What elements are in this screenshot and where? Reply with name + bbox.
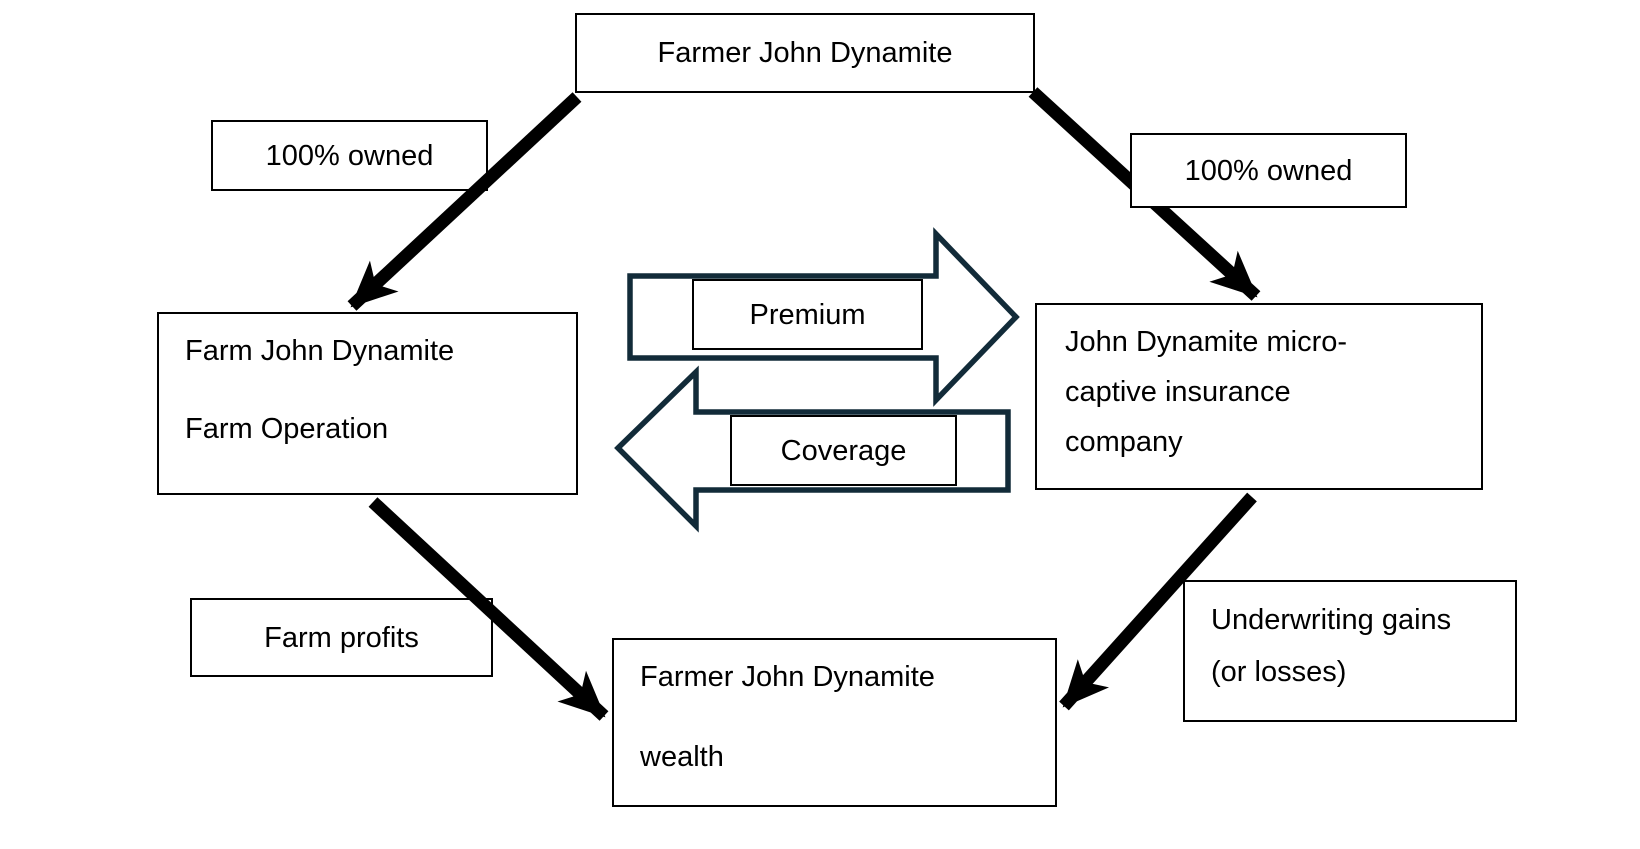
edge-label-text: Coverage xyxy=(780,434,907,467)
node-farm-operation: Farm John Dynamite Farm Operation xyxy=(157,312,578,495)
edge-label-coverage: Coverage xyxy=(730,415,957,486)
node-label-line1: Farm John Dynamite xyxy=(185,335,455,367)
edge-label-text: Premium xyxy=(749,298,866,331)
edge-label-owned-right: 100% owned xyxy=(1130,133,1407,208)
node-label-line1: Farmer John Dynamite xyxy=(640,661,935,693)
node-farmer-john-dynamite: Farmer John Dynamite xyxy=(575,13,1035,93)
edge-label-underwriting-gains: Underwriting gains (or losses) xyxy=(1183,580,1517,722)
edge-label-text: Farm profits xyxy=(264,621,419,654)
edge-label-farm-profits: Farm profits xyxy=(190,598,493,677)
edge-label-text: Underwriting gains (or losses) xyxy=(1211,604,1452,688)
node-farmer-wealth: Farmer John Dynamite wealth xyxy=(612,638,1057,807)
edge-label-text: 100% owned xyxy=(1184,154,1353,187)
node-captive-insurance-company: John Dynamite micro-captive insurance co… xyxy=(1035,303,1483,490)
node-label-line2: Farm Operation xyxy=(185,413,389,445)
edge-label-owned-left: 100% owned xyxy=(211,120,488,191)
node-label-line2: wealth xyxy=(640,741,724,773)
edge-label-text: 100% owned xyxy=(265,139,434,172)
node-label: John Dynamite micro-captive insurance co… xyxy=(1065,326,1348,458)
node-label: Farmer John Dynamite xyxy=(657,37,953,69)
edge-label-premium: Premium xyxy=(692,279,923,350)
